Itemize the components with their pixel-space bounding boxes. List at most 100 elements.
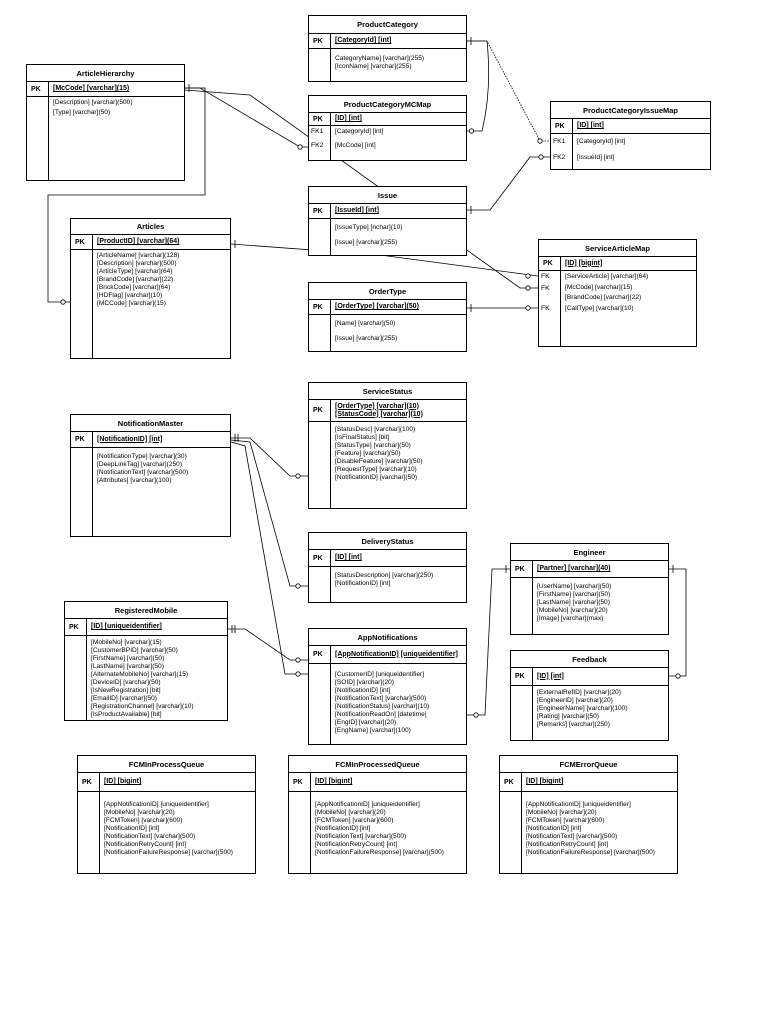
entity-app-notifications[interactable]: AppNotifications PK [AppNotificationID] … [308, 628, 467, 745]
field-notification-text: [NotificationText] [varchar](500) [526, 833, 618, 840]
entity-engineer[interactable]: Engineer PK [Partner] [varchar](40) [Use… [510, 543, 669, 635]
entity-title: ProductCategoryMCMap [309, 96, 466, 113]
field-article-name: [ArticleName] [varchar](128) [97, 252, 180, 259]
entity-service-status[interactable]: ServiceStatus PK [OrderType] [varchar](1… [308, 382, 467, 509]
entity-articles[interactable]: Articles PK [ProductID] [varchar](64) [A… [70, 218, 231, 359]
entity-title: ServiceArticleMap [539, 240, 696, 257]
entity-title: DeliveryStatus [309, 533, 466, 550]
pk-field: [ID] [bigint] [565, 259, 603, 267]
entity-title: Engineer [511, 544, 668, 561]
entity-registered-mobile[interactable]: RegisteredMobile PK [ID] [uniqueidentifi… [64, 601, 228, 721]
field-fcm-token: [FCMToken] [varchar](600) [526, 817, 605, 824]
field-request-type: [RequestType] [varchar](10) [335, 466, 417, 473]
field-email-id: [EmailID] [varchar](50) [91, 695, 157, 702]
fk-label: FK [541, 285, 550, 292]
field-engineer-name: [EngineerName] [varchar](100) [537, 705, 628, 712]
field-disable-feature: [DisableFeature] [varchar](50) [335, 458, 423, 465]
entity-issue[interactable]: Issue PK [IssueId] [int] [IssueType] [nc… [308, 186, 467, 256]
field-type: [Type] [varchar](50) [53, 109, 111, 116]
entity-title: ProductCategoryIssueMap [551, 102, 710, 119]
field-is-product-available: [IsProductAvailable] [bit] [91, 711, 162, 718]
fk-label: FK [541, 305, 550, 312]
field-app-notification-id: [AppNotificationID] [uniqueidentifier] [315, 801, 420, 808]
field-notification-text: [NotificationText] [varchar](500) [315, 833, 407, 840]
entity-fcm-in-process-queue[interactable]: FCMInProcessQueue PK [ID] [bigint] [AppN… [77, 755, 256, 874]
field-description: [Description] [varchar](500) [97, 260, 177, 267]
entity-article-hierarchy[interactable]: ArticleHierarchy PK [McCode] [varchar](1… [26, 64, 185, 181]
pk-label: PK [309, 204, 331, 218]
entity-notification-master[interactable]: NotificationMaster PK [NotificationID] [… [70, 414, 231, 537]
pk-field: [ID] [bigint] [315, 778, 353, 785]
field-is-final-status: [IsFinalStatus] [bit] [335, 434, 390, 441]
entity-order-type[interactable]: OrderType PK [OrderType] [varchar](50) [… [308, 282, 467, 352]
field-fcm-token: [FCMToken] [varchar](600) [315, 817, 394, 824]
field-notification-type: [NotificationType] [varchar](30) [97, 453, 187, 460]
pk-field: [McCode] [varchar](15) [53, 85, 130, 92]
pk-label: PK [309, 34, 331, 48]
field-mobile-no: [MobileNo] [varchar](20) [104, 809, 175, 816]
pk-field: [ID] [bigint] [526, 778, 564, 785]
entity-title: FCMInProcessedQueue [289, 756, 466, 773]
entity-delivery-status[interactable]: DeliveryStatus PK [ID] [int] [StatusDesc… [308, 532, 467, 603]
field-customer-bpid: [CustomerBPID] [varchar](50) [91, 647, 178, 654]
pk-field: [OrderType] [varchar](10) [335, 402, 419, 410]
pk-label: PK [309, 113, 331, 125]
pk-field: [StatusCode] [varchar](10) [335, 410, 423, 418]
entity-service-article-map[interactable]: ServiceArticleMap PK [ID] [bigint] FK FK… [538, 239, 697, 347]
field-feature: [Feature] [varchar](50) [335, 450, 401, 457]
entity-feedback[interactable]: Feedback PK [ID] [int] [ExternalRefID] [… [510, 650, 669, 741]
field-issue: [Issue] [varchar](255) [335, 239, 398, 246]
field-notification-read-on: [NotificationReadOn] [datetime] [335, 711, 427, 718]
pk-label: PK [511, 561, 533, 577]
field-device-id: [DeviceID] [varchar](50) [91, 679, 161, 686]
field-mccode: [McCode] [int] [335, 142, 376, 149]
field-brand-code: [BrandCode] [varchar](22) [97, 276, 174, 283]
field-engineer-id: [EngineerID] [varchar](20) [537, 697, 613, 704]
field-notification-text: [NotificationText] [varchar](500) [335, 695, 427, 702]
field-brand-code: [BrandCode] [varchar](22) [565, 294, 642, 301]
entity-title: NotificationMaster [71, 415, 230, 432]
entity-title: Feedback [511, 651, 668, 668]
rel-hierarchy-mcmap [185, 84, 308, 150]
rel-hierarchy-articles [47, 87, 206, 305]
field-notification-retry-count: [NotificationRetryCount] [int] [526, 841, 609, 848]
field-notification-failure-response: [NotificationFailureResponse] [varchar](… [526, 849, 656, 856]
rel-engineer-feedback [669, 565, 687, 679]
field-mobile-no: [MobileNo] [varchar](20) [537, 607, 608, 614]
field-notification-status: [NotificationStatus] [varchar](10) [335, 703, 430, 710]
entity-title: ArticleHierarchy [27, 65, 184, 82]
pk-field: [Partner] [varchar](40) [537, 565, 611, 572]
entity-product-category-issue-map[interactable]: ProductCategoryIssueMap PK [ID] [int] FK… [550, 101, 711, 170]
pk-label: PK [71, 235, 93, 249]
field-article-type: [ArticleType] [varchar](64) [97, 268, 173, 275]
field-last-name: [LastName] [varchar](50) [91, 663, 164, 670]
entity-fcm-in-processed-queue[interactable]: FCMInProcessedQueue PK [ID] [bigint] [Ap… [288, 755, 467, 874]
field-user-name: [UserName] [varchar](50) [537, 583, 612, 590]
field-eng-id: [EngID] [varchar](20) [335, 719, 397, 726]
field-notification-text: [NotificationText] [varchar](500) [97, 469, 189, 476]
field-name: [Name] [varchar](50) [335, 320, 396, 327]
field-app-notification-id: [AppNotificationID] [uniqueidentifier] [526, 801, 631, 808]
pk-label: PK [309, 646, 331, 663]
field-category-id: [CategoryId] [int] [335, 128, 384, 135]
pk-label: PK [78, 773, 100, 791]
entity-product-category[interactable]: ProductCategory PK [CategoryId] [int] Ca… [308, 15, 467, 82]
fk-label: FK2 [311, 142, 324, 149]
field-status-desc: [StatusDesc] [varchar](100) [335, 426, 416, 433]
fk-label: FK2 [553, 154, 566, 161]
field-notification-id: [NotificationID] [int] [335, 687, 391, 694]
entity-product-category-mcmap[interactable]: ProductCategoryMCMap PK [ID] [int] FK1 F… [308, 95, 467, 161]
field-mccode: [McCode] [varchar](15) [565, 284, 633, 291]
field-notification-retry-count: [NotificationRetryCount] [int] [104, 841, 187, 848]
entity-title: Articles [71, 219, 230, 235]
entity-fcm-error-queue[interactable]: FCMErrorQueue PK [ID] [bigint] [AppNotif… [499, 755, 678, 874]
field-soid: [SOID] [varchar](20) [335, 679, 394, 686]
pk-label: PK [289, 773, 311, 791]
field-mobile-no: [MobileNo] [varchar](20) [526, 809, 597, 816]
field-mobile-no: [MobileNo] [varchar](15) [91, 639, 162, 646]
field-notification-id: [NotificationID] [int] [315, 825, 371, 832]
fk-label: FK [541, 273, 550, 280]
field-is-new-registration: [IsNewRegistration] [bit] [91, 687, 161, 694]
rel-notification-servicestatus [231, 434, 308, 479]
field-icon-name: [IconName] [varchar](255) [335, 63, 412, 70]
